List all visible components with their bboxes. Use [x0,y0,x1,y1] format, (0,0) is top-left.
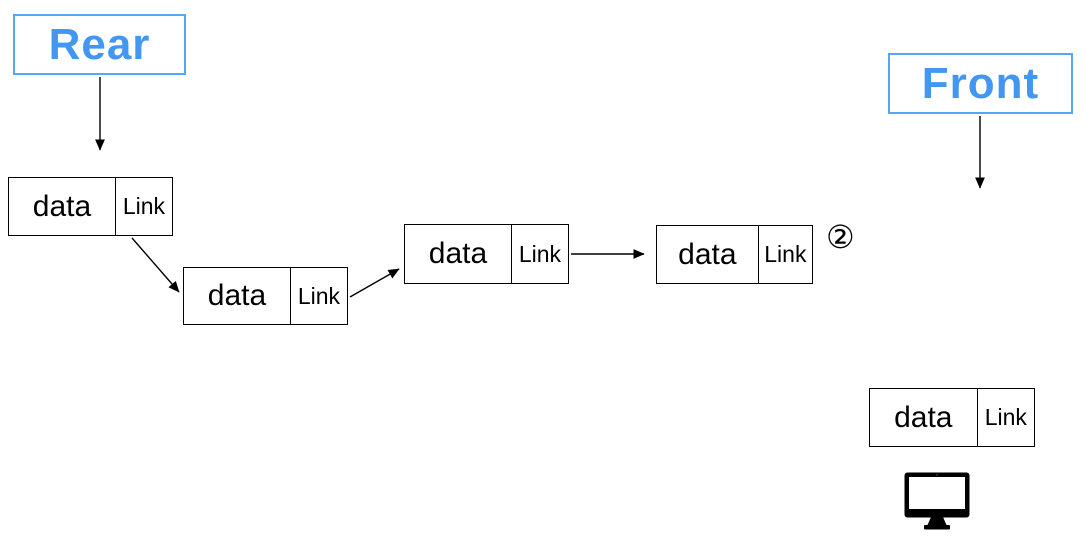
front-label-text: Front [921,58,1040,108]
node-link-cell: Link [976,389,1034,446]
link-arrow-node1-node2 [131,237,180,293]
rear-label-text: Rear [48,19,151,69]
rear-label-box: Rear [13,14,186,75]
front-label-box: Front [888,53,1073,114]
node-box-3: data Link [404,224,569,284]
node-data-cell: data [32,189,92,223]
node-box-2: data Link [183,267,348,325]
link-arrow-node2-node3 [349,268,400,298]
circled-2-annotation: ② [826,218,855,256]
node-link-cell: Link [289,268,347,324]
monitor-icon [904,472,970,530]
node-data-cell: data [428,237,488,270]
node-link-cell: Link [114,178,172,235]
node-data-cell: data [207,279,267,312]
node-data-cell: data [678,237,737,271]
node-box-1: data Link [8,177,173,236]
node-data-cell: data [894,400,953,434]
node-link-cell: Link [510,225,568,283]
node-box-4: data Link [656,225,813,284]
node-link-cell: Link [757,226,812,283]
node-box-5: data Link [869,388,1035,447]
